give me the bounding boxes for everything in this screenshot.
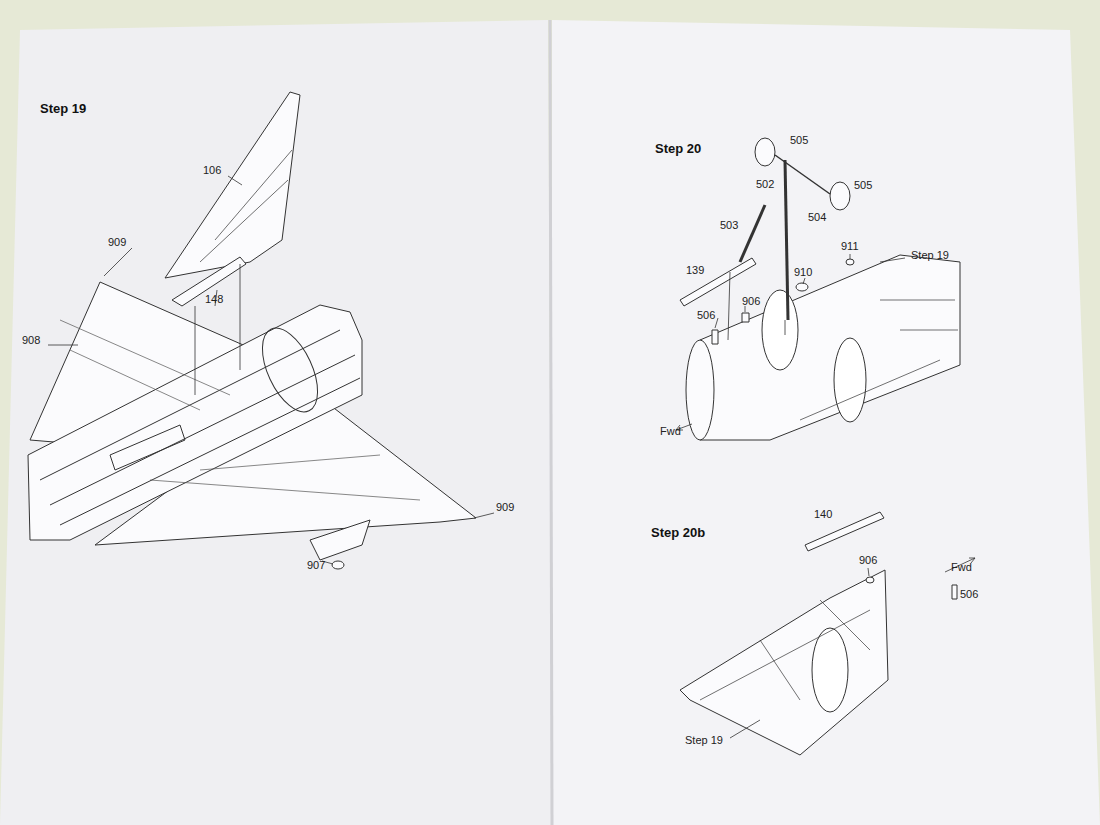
panel-line <box>700 600 870 700</box>
part <box>866 577 874 583</box>
axle <box>775 155 830 194</box>
step-heading: Step 20b <box>651 525 705 540</box>
spine <box>550 20 552 825</box>
direction-label: Fwd <box>660 425 681 438</box>
step-heading: Step 19 <box>40 101 86 116</box>
callout-number: 106 <box>203 164 221 177</box>
panel-line <box>200 150 292 262</box>
direction-label: Fwd <box>951 561 972 574</box>
part <box>952 585 957 599</box>
antenna <box>332 561 344 569</box>
callout-number: 503 <box>720 219 738 232</box>
panel-line <box>251 320 329 420</box>
callout-number: 505 <box>790 134 808 147</box>
callout-number: 906 <box>859 554 877 567</box>
fin <box>165 92 300 278</box>
part <box>712 330 718 344</box>
callout-number: 506 <box>960 588 978 601</box>
callout-number: 139 <box>686 264 704 277</box>
pylon <box>310 520 370 560</box>
wheel <box>755 138 775 166</box>
callout-number: Step 19 <box>911 249 949 262</box>
callout-number: 910 <box>794 266 812 279</box>
right-page <box>552 20 1100 825</box>
gear-strut <box>740 205 765 262</box>
intake <box>812 628 848 712</box>
intake <box>834 338 866 422</box>
callout-number: 502 <box>756 178 774 191</box>
leader-lines <box>730 558 975 738</box>
wheel <box>830 182 850 210</box>
gear-leg <box>785 160 788 320</box>
callout-number: 909 <box>496 501 514 514</box>
callout-number: 140 <box>814 508 832 521</box>
fin-fillet <box>172 257 246 306</box>
step-heading: Step 20 <box>655 141 701 156</box>
panel-line <box>40 330 360 525</box>
callout-number: Step 19 <box>685 734 723 747</box>
panel-line <box>110 425 185 470</box>
wheel-well <box>762 290 798 370</box>
part <box>742 313 749 322</box>
panel-line <box>800 300 958 420</box>
step20b-figure <box>680 512 957 755</box>
part <box>846 259 854 265</box>
left-page <box>0 20 552 825</box>
leader-lines <box>48 176 494 564</box>
step20-figure <box>680 138 960 440</box>
part <box>796 283 808 291</box>
fuselage <box>28 305 362 540</box>
callout-number: 911 <box>841 240 859 253</box>
callout-number: 906 <box>742 295 760 308</box>
callout-number: 504 <box>808 211 826 224</box>
callout-number: 908 <box>22 334 40 347</box>
callout-number: 907 <box>307 559 325 572</box>
fuselage-section <box>700 255 960 440</box>
step19-figure <box>28 92 476 569</box>
callout-number: 506 <box>697 309 715 322</box>
leader-lines <box>676 254 905 430</box>
callout-number: 505 <box>854 179 872 192</box>
callout-number: 909 <box>108 236 126 249</box>
fuselage-section <box>680 570 888 755</box>
callout-number: 148 <box>205 293 223 306</box>
